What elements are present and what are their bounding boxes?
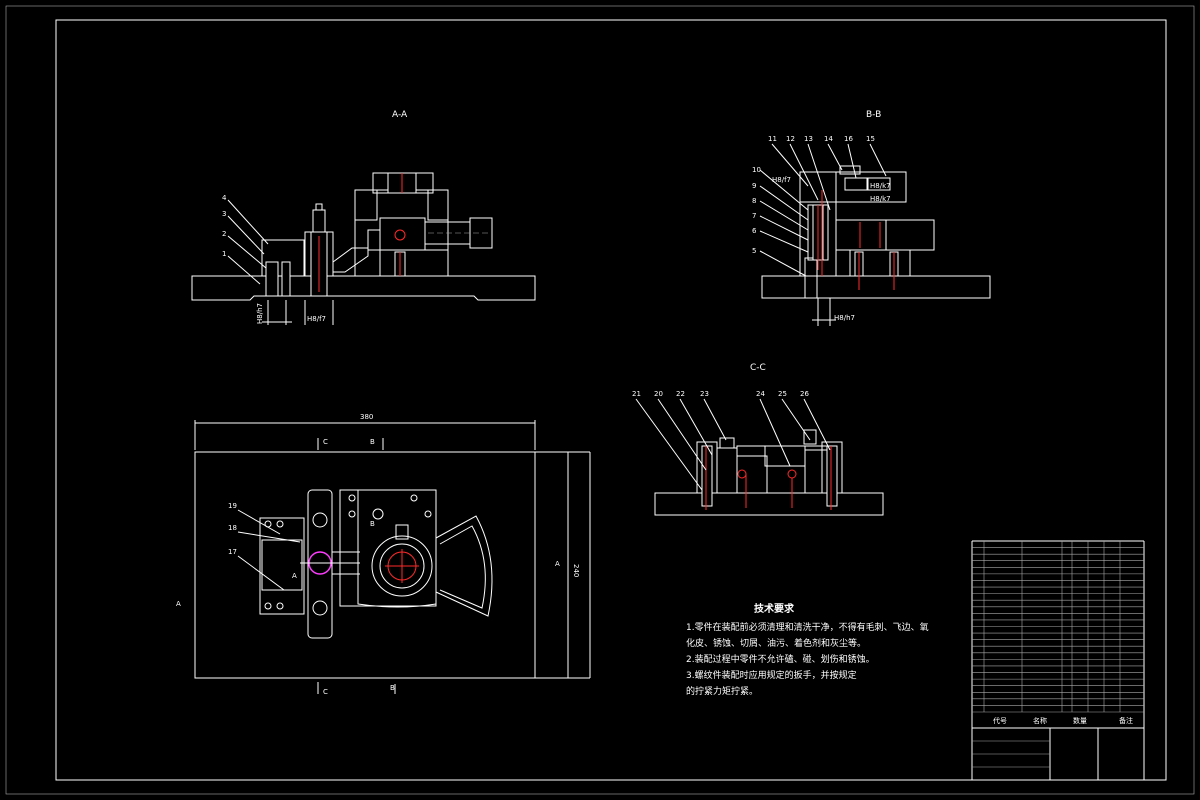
tech-requirement-line: 1.零件在装配前必须清理和清洗干净，不得有毛刺、飞边、氧 bbox=[686, 621, 929, 633]
section-b-title: B-B bbox=[866, 110, 881, 120]
plan-view: 380 240 19 18 bbox=[176, 413, 591, 696]
tech-requirements-title: 技术要求 bbox=[754, 602, 795, 615]
svg-text:25: 25 bbox=[778, 390, 787, 398]
tech-requirements: 技术要求 1.零件在装配前必须清理和清洗干净，不得有毛刺、飞边、氧 化皮、锈蚀、… bbox=[686, 602, 929, 697]
section-c-title: C-C bbox=[750, 363, 766, 373]
svg-text:16: 16 bbox=[844, 135, 853, 143]
tech-requirement-line: 的拧紧力矩拧紧。 bbox=[686, 685, 758, 697]
svg-text:C: C bbox=[323, 688, 328, 696]
tech-requirement-line: 3.螺纹件装配时应用规定的扳手，并按规定 bbox=[686, 669, 857, 681]
svg-text:11: 11 bbox=[768, 135, 777, 143]
svg-text:21: 21 bbox=[632, 390, 641, 398]
svg-text:B: B bbox=[370, 520, 375, 528]
svg-text:C: C bbox=[323, 438, 328, 446]
svg-text:24: 24 bbox=[756, 390, 765, 398]
svg-text:18: 18 bbox=[228, 524, 237, 532]
svg-text:9: 9 bbox=[752, 182, 756, 190]
svg-text:A: A bbox=[292, 572, 297, 580]
tech-requirement-line: 化皮、锈蚀、切屑、油污、着色剂和灰尘等。 bbox=[686, 637, 866, 649]
svg-text:17: 17 bbox=[228, 548, 237, 556]
bom-header-qty: 数量 bbox=[1073, 716, 1087, 725]
bom-header-name: 名称 bbox=[1033, 716, 1047, 725]
svg-text:22: 22 bbox=[676, 390, 685, 398]
svg-text:14: 14 bbox=[824, 135, 833, 143]
svg-text:1: 1 bbox=[222, 250, 226, 258]
tech-requirement-line: 2.装配过程中零件不允许磕、碰、划伤和锈蚀。 bbox=[686, 653, 875, 665]
bom-header-code: 代号 bbox=[993, 716, 1007, 725]
svg-text:H8/f7: H8/f7 bbox=[307, 315, 326, 323]
svg-text:2: 2 bbox=[222, 230, 226, 238]
title-block: 代号 名称 数量 备注 bbox=[971, 540, 1145, 781]
svg-text:13: 13 bbox=[804, 135, 813, 143]
svg-text:B: B bbox=[390, 684, 395, 692]
svg-text:5: 5 bbox=[752, 247, 756, 255]
svg-text:H8/f7: H8/f7 bbox=[772, 176, 791, 184]
svg-text:4: 4 bbox=[222, 194, 227, 202]
svg-text:10: 10 bbox=[752, 166, 761, 174]
section-a-title: A-A bbox=[392, 110, 408, 120]
svg-text:H8/h7: H8/h7 bbox=[834, 314, 855, 322]
section-a-view: A-A 4 3 bbox=[191, 110, 536, 325]
svg-text:H8/k7: H8/k7 bbox=[870, 182, 891, 190]
svg-text:20: 20 bbox=[654, 390, 663, 398]
svg-text:B: B bbox=[370, 438, 375, 446]
section-c-view: C-C 21 20 22 23 24 25 26 bbox=[632, 363, 884, 516]
svg-text:240: 240 bbox=[572, 564, 580, 577]
section-b-view: B-B 11 12 13 14 16 15 10 bbox=[752, 110, 991, 326]
svg-text:26: 26 bbox=[800, 390, 809, 398]
svg-text:12: 12 bbox=[786, 135, 795, 143]
svg-text:19: 19 bbox=[228, 502, 237, 510]
svg-text:15: 15 bbox=[866, 135, 875, 143]
svg-text:H8/k7: H8/k7 bbox=[870, 195, 891, 203]
svg-text:380: 380 bbox=[360, 413, 373, 421]
inner-frame bbox=[55, 19, 1167, 781]
svg-text:A: A bbox=[176, 600, 181, 608]
svg-text:H8/h7: H8/h7 bbox=[256, 303, 264, 324]
svg-text:8: 8 bbox=[752, 197, 756, 205]
svg-text:A: A bbox=[555, 560, 560, 568]
bom-header-remark: 备注 bbox=[1119, 716, 1133, 725]
svg-text:7: 7 bbox=[752, 212, 756, 220]
outer-frame bbox=[5, 5, 1195, 795]
svg-text:23: 23 bbox=[700, 390, 709, 398]
svg-text:6: 6 bbox=[752, 227, 757, 235]
svg-text:3: 3 bbox=[222, 210, 226, 218]
